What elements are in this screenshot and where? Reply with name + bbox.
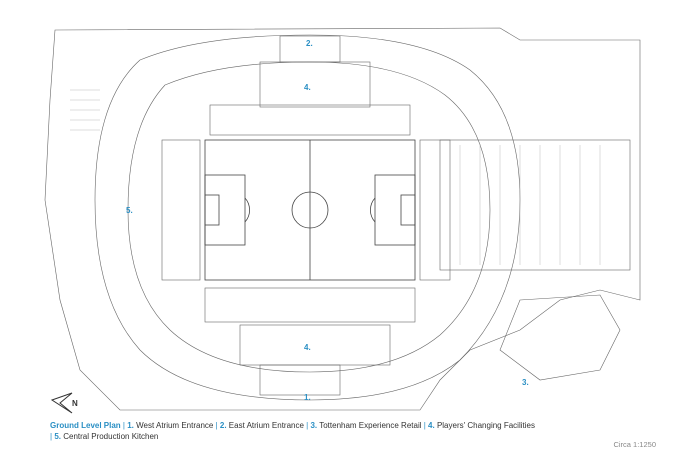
stadium-outer-bowl [94,34,521,401]
caption-item-2-text: East Atrium Entrance [228,421,304,430]
site-boundary [44,27,641,411]
car-park [439,139,631,271]
stadium-inner-bowl [127,61,491,373]
caption-item-3-text: Tottenham Experience Retail [319,421,422,430]
players-area-bottom [239,324,391,366]
west-stand-block [209,104,411,136]
caption-heading: Ground Level Plan [50,421,121,430]
penalty-area-right [374,174,416,246]
south-stand-block [419,139,451,281]
caption-item-1-num: 1. [127,421,134,430]
zone-label-3: 3. [522,378,529,387]
caption-item-4-num: 4. [428,421,435,430]
north-arrow-label: N [72,399,78,408]
north-arrow-icon [50,392,73,414]
caption-item-5-num: 5. [54,432,61,441]
scale-note: Circa 1:1250 [613,440,656,449]
penalty-area-left [204,174,246,246]
atrium-top [279,35,341,63]
plan-caption: Ground Level Plan | 1. West Atrium Entra… [50,421,535,441]
zone-label-2: 2. [306,39,313,48]
east-stand-block [204,287,416,323]
caption-item-2-num: 2. [219,421,227,430]
caption-item-1-text: West Atrium Entrance [136,421,214,430]
caption-item-4-text: Players' Changing Facilities [436,421,535,430]
zone-label-1: 1. [304,393,311,402]
north-stand-block [161,139,201,281]
zone-label-4-bottom: 4. [304,343,311,352]
atrium-bottom [259,364,341,396]
goal-area-right [400,194,416,226]
zone-label-4-top: 4. [304,83,311,92]
caption-item-3-num: 3. [310,421,318,430]
goal-area-left [204,194,220,226]
players-area-top [259,61,371,108]
zone-label-5: 5. [126,206,133,215]
caption-item-5-text: Central Production Kitchen [63,432,159,441]
ground-level-plan-drawing: N 1. 2. 3. 4. 4. 5. [44,27,641,414]
centre-circle [291,191,329,229]
south-outbuilding [499,294,621,381]
